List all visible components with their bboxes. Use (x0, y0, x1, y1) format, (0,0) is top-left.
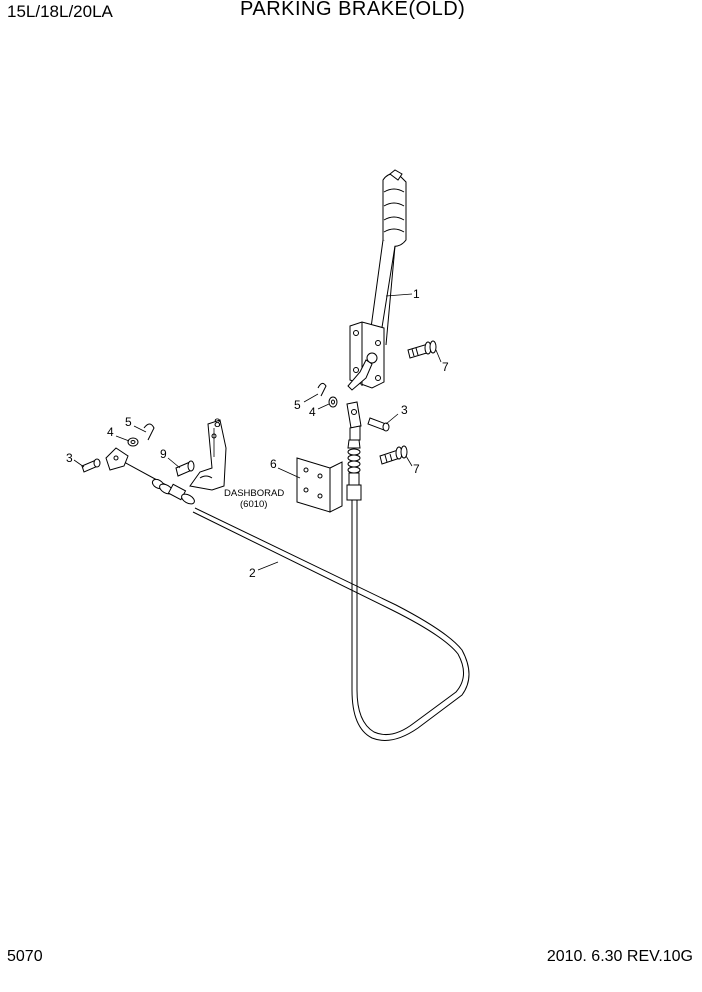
parking-brake-lever (347, 169, 407, 391)
callout-9: 9 (160, 447, 167, 461)
page-title: PARKING BRAKE(OLD) (240, 0, 466, 20)
dashboard-bracket (296, 457, 343, 513)
dashboard-note: DASHBORAD (224, 488, 284, 499)
callout-5: 5 (294, 398, 301, 412)
dashboard-ref: (6010) (240, 499, 267, 510)
callout-numbers: 1 7 5 4 3 7 6 8 5 4 9 3 2 (66, 287, 449, 580)
clevis-lower (105, 447, 129, 471)
cotter-pin-upper (317, 382, 327, 397)
bolt-upper-right (407, 340, 437, 359)
revision-label: 2010. 6.30 REV.10G (546, 948, 693, 965)
cable-bracket (189, 419, 227, 491)
callout-1: 1 (413, 287, 420, 301)
callout-3-lower: 3 (66, 451, 73, 465)
bolt-9 (175, 460, 195, 477)
bolt-lower-right (379, 445, 408, 465)
washer-lower (127, 437, 139, 447)
brake-cable (123, 461, 470, 741)
callout-4: 4 (309, 405, 316, 419)
cable-end-upper (346, 439, 362, 501)
callout-2: 2 (249, 566, 256, 580)
callout-6: 6 (270, 457, 277, 471)
leader-lines (73, 293, 442, 571)
cotter-pin-lower (143, 423, 155, 441)
washer-upper (328, 396, 338, 408)
callout-5-lower: 5 (125, 415, 132, 429)
callout-7-lower: 7 (413, 462, 420, 476)
callout-8: 8 (214, 416, 221, 430)
clevis-upper (346, 401, 362, 441)
callout-4-lower: 4 (107, 425, 114, 439)
pin-upper (367, 417, 390, 432)
page-number: 5070 (7, 948, 43, 965)
model-label: 15L/18L/20LA (7, 2, 113, 21)
callout-3: 3 (401, 403, 408, 417)
callout-7: 7 (442, 360, 449, 374)
pin-lower (81, 458, 101, 473)
cable-end-lower (151, 478, 195, 505)
